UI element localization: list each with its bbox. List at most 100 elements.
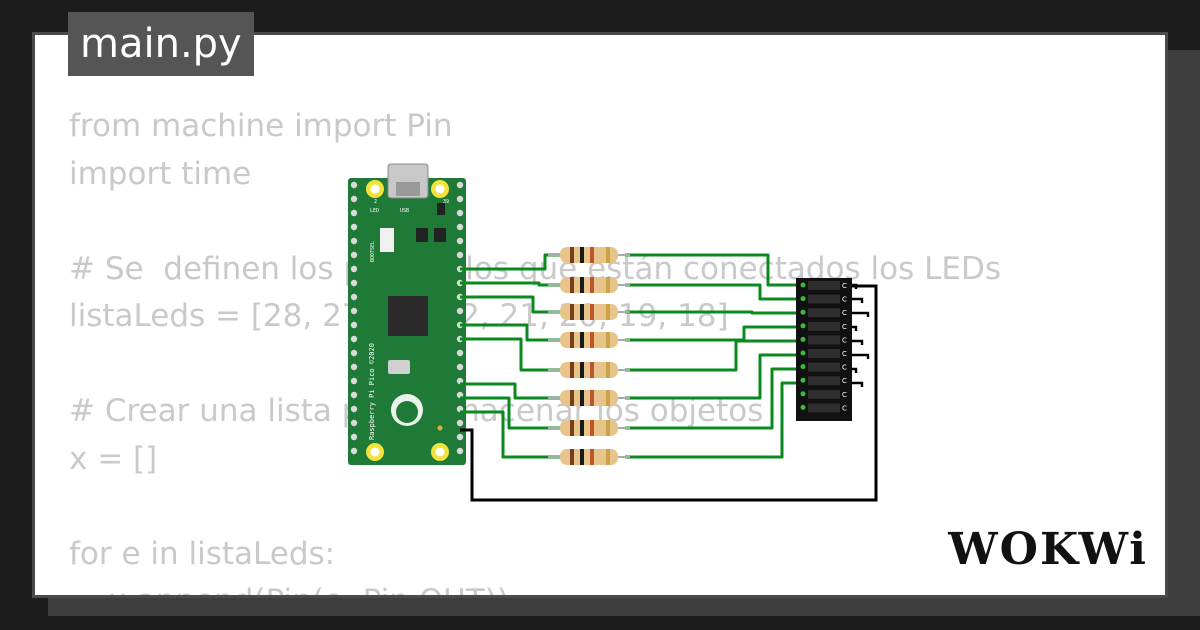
- resistor-band: [580, 304, 584, 320]
- pin-left: [350, 447, 358, 455]
- led-anode-pin: [800, 309, 806, 315]
- wire-gpio-resistor: [460, 337, 560, 372]
- resistor-band: [606, 247, 610, 263]
- pin-right: [456, 209, 464, 217]
- resistor-band: [606, 362, 610, 378]
- file-tab[interactable]: main.py: [68, 12, 254, 76]
- pin-left: [350, 419, 358, 427]
- led-cathode-label: C: [842, 404, 847, 412]
- test-pad: [437, 425, 443, 431]
- led-anode-pin: [800, 364, 806, 370]
- resistor: [548, 247, 630, 263]
- resistor-band: [590, 390, 594, 406]
- pin-left: [350, 321, 358, 329]
- resistor-body: [560, 247, 618, 263]
- wires: [460, 253, 803, 459]
- pin-left: [350, 265, 358, 273]
- led-anode-pin: [800, 350, 806, 356]
- resistor-band: [580, 390, 584, 406]
- wire-resistor-led: [625, 283, 803, 301]
- code-line: x.append(Pin(e, Pin.OUT)): [69, 578, 1001, 595]
- board-label: 2: [374, 199, 377, 205]
- led-anode-pin: [800, 391, 806, 397]
- resistor-band: [580, 449, 584, 465]
- resistor-band: [580, 277, 584, 293]
- pin-left: [350, 195, 358, 203]
- wire-resistor-led: [625, 310, 803, 315]
- resistor: [548, 420, 630, 436]
- resistor-body: [560, 332, 618, 348]
- resistor-body: [560, 390, 618, 406]
- mounting-hole-center: [370, 184, 380, 194]
- pin-left: [350, 237, 358, 245]
- flash-chip: [416, 228, 428, 242]
- resistor-band: [606, 304, 610, 320]
- pin-left: [350, 377, 358, 385]
- pin-right: [456, 237, 464, 245]
- pin-right: [456, 195, 464, 203]
- resistor: [548, 449, 630, 465]
- pin-left: [350, 223, 358, 231]
- resistor-band: [570, 247, 574, 263]
- led-cathode-label: C: [842, 350, 847, 358]
- wire-gpio-resistor: [460, 382, 560, 400]
- resistor-body: [560, 420, 618, 436]
- led-anode-pin: [800, 296, 806, 302]
- pin-left: [350, 405, 358, 413]
- pin-left: [350, 349, 358, 357]
- mounting-hole-center: [370, 447, 380, 457]
- pin-right: [456, 181, 464, 189]
- wire-resistor-led: [625, 253, 803, 287]
- resistor: [548, 277, 630, 293]
- code-line: import time: [69, 155, 252, 192]
- resistor-band: [590, 420, 594, 436]
- code-line: for e in listaLeds:: [69, 535, 336, 572]
- mounting-hole-center: [435, 447, 445, 457]
- resistor-band: [570, 390, 574, 406]
- mounting-hole-center: [435, 184, 445, 194]
- resistor-band: [606, 277, 610, 293]
- resistor-band: [606, 449, 610, 465]
- resistor-band: [606, 332, 610, 348]
- led-cathode-label: C: [842, 336, 847, 344]
- pin-right: [456, 363, 464, 371]
- pin-left: [350, 209, 358, 217]
- led-segment: [808, 349, 840, 358]
- pin-left: [350, 335, 358, 343]
- cathode-link: [846, 311, 870, 317]
- wire-gpio-resistor: [460, 323, 560, 342]
- usb-port: [396, 182, 420, 196]
- led-cathode-label: C: [842, 282, 847, 290]
- resistor-band: [580, 247, 584, 263]
- led-segment: [808, 376, 840, 386]
- resistor-band: [590, 362, 594, 378]
- resistor-body: [560, 449, 618, 465]
- led-cathode-label: C: [842, 391, 847, 399]
- resistor-band: [570, 277, 574, 293]
- pin-right: [456, 419, 464, 427]
- led-cathode-label: C: [842, 323, 847, 331]
- resistor-band: [570, 362, 574, 378]
- regulator: [434, 228, 446, 242]
- pin-right: [456, 349, 464, 357]
- resistor-band: [590, 277, 594, 293]
- cathode-link: [846, 353, 870, 359]
- resistor-band: [590, 247, 594, 263]
- pin-left: [350, 363, 358, 371]
- resistor-band: [606, 420, 610, 436]
- resistor: [548, 304, 630, 320]
- pin-right: [456, 307, 464, 315]
- wire-resistor-led: [625, 353, 803, 400]
- led-anode-pin: [800, 377, 806, 383]
- led-anode-pin: [800, 282, 806, 288]
- wire-gpio-resistor: [460, 396, 560, 430]
- resistor-band: [570, 449, 574, 465]
- bootsel-button: [380, 228, 394, 252]
- pin-left: [350, 181, 358, 189]
- resistor: [548, 390, 630, 406]
- resistor-band: [570, 420, 574, 436]
- pin-left: [350, 433, 358, 441]
- wire-resistor-led: [625, 367, 803, 430]
